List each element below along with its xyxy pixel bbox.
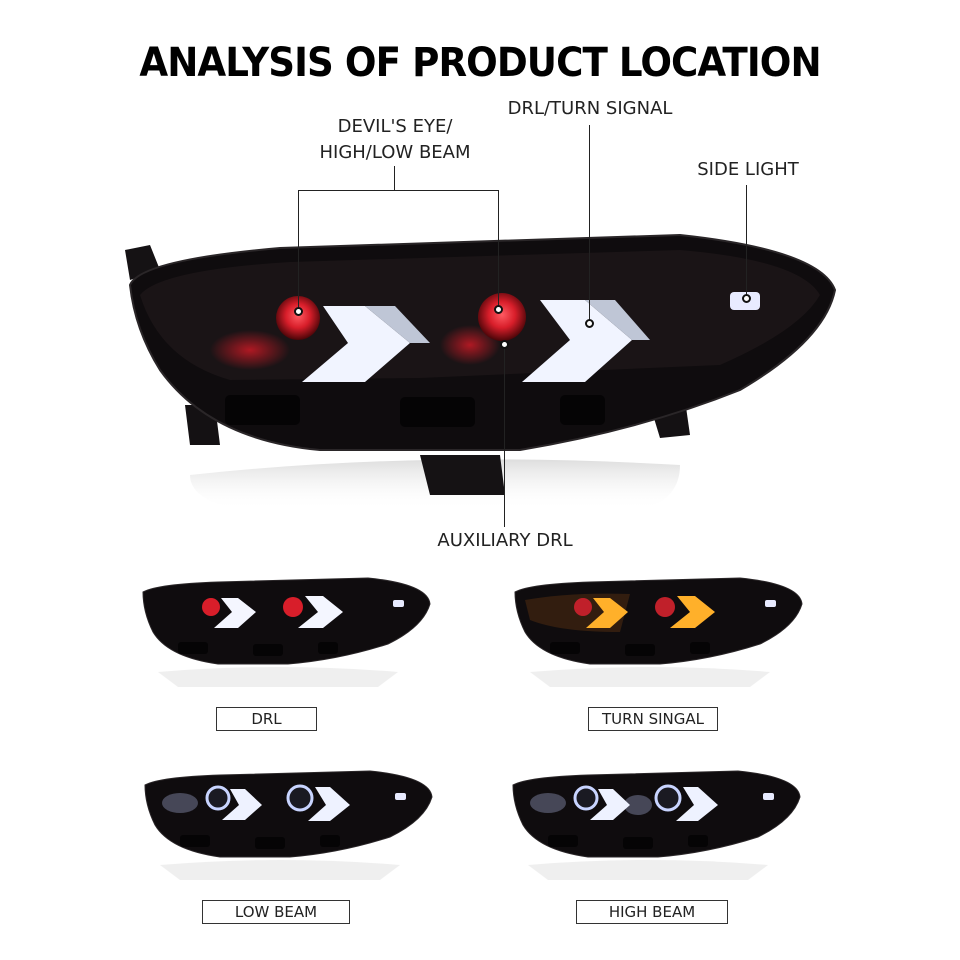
mode-label-turn-signal: TURN SINGAL — [588, 707, 718, 731]
callout-line-devils-eye-left — [298, 190, 299, 312]
mode-label-drl: DRL — [216, 707, 317, 731]
page-title: ANALYSIS OF PRODUCT LOCATION — [139, 40, 821, 86]
thumb-drl — [138, 572, 438, 692]
marker-dot-side-light — [742, 294, 751, 303]
thumb-turn-signal — [510, 572, 810, 692]
thumb-low-beam — [140, 765, 440, 885]
mode-label-high-beam: HIGH BEAM — [576, 900, 728, 924]
callout-devils-eye: DEVIL'S EYE/ HIGH/LOW BEAM — [300, 114, 490, 166]
marker-dot-left-projector — [294, 307, 303, 316]
marker-dot-drl — [585, 319, 594, 328]
callout-line-devils-eye-bar — [298, 190, 498, 191]
callout-line-drl-turn — [589, 125, 590, 323]
callout-drl-turn-signal: DRL/TURN SIGNAL — [507, 98, 673, 119]
callout-line-auxiliary-drl — [504, 349, 505, 527]
callout-devils-eye-line1: DEVIL'S EYE/ — [337, 116, 453, 137]
callout-side-light: SIDE LIGHT — [697, 159, 799, 180]
marker-dot-right-projector — [494, 305, 503, 314]
main-headlight-image — [120, 200, 850, 520]
thumb-high-beam — [508, 765, 808, 885]
callout-auxiliary-drl: AUXILIARY DRL — [437, 530, 573, 551]
callout-devils-eye-line2: HIGH/LOW BEAM — [319, 142, 471, 163]
callout-line-side-light — [746, 185, 747, 297]
marker-dot-auxiliary-drl — [500, 340, 509, 349]
callout-line-devils-eye-stem — [394, 166, 395, 191]
callout-line-devils-eye-right — [498, 190, 499, 310]
mode-label-low-beam: LOW BEAM — [202, 900, 350, 924]
